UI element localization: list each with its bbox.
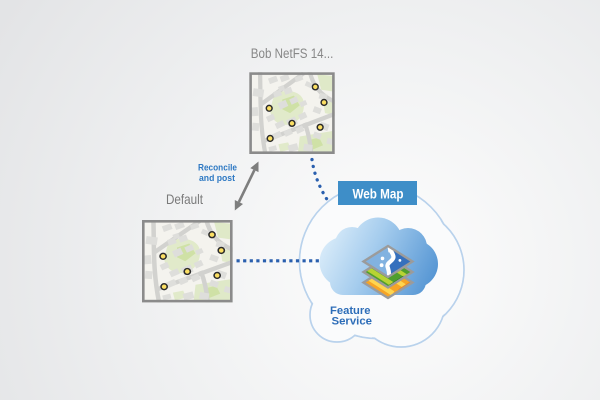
svg-text:Web Map: Web Map bbox=[353, 186, 404, 201]
svg-text:Feature: Feature bbox=[330, 305, 371, 317]
svg-text:Bob NetFS 14...: Bob NetFS 14... bbox=[251, 46, 333, 61]
svg-text:Default: Default bbox=[166, 192, 203, 207]
svg-text:and post: and post bbox=[199, 173, 236, 184]
svg-text:Reconcile: Reconcile bbox=[198, 163, 237, 174]
svg-text:Service: Service bbox=[332, 315, 373, 327]
